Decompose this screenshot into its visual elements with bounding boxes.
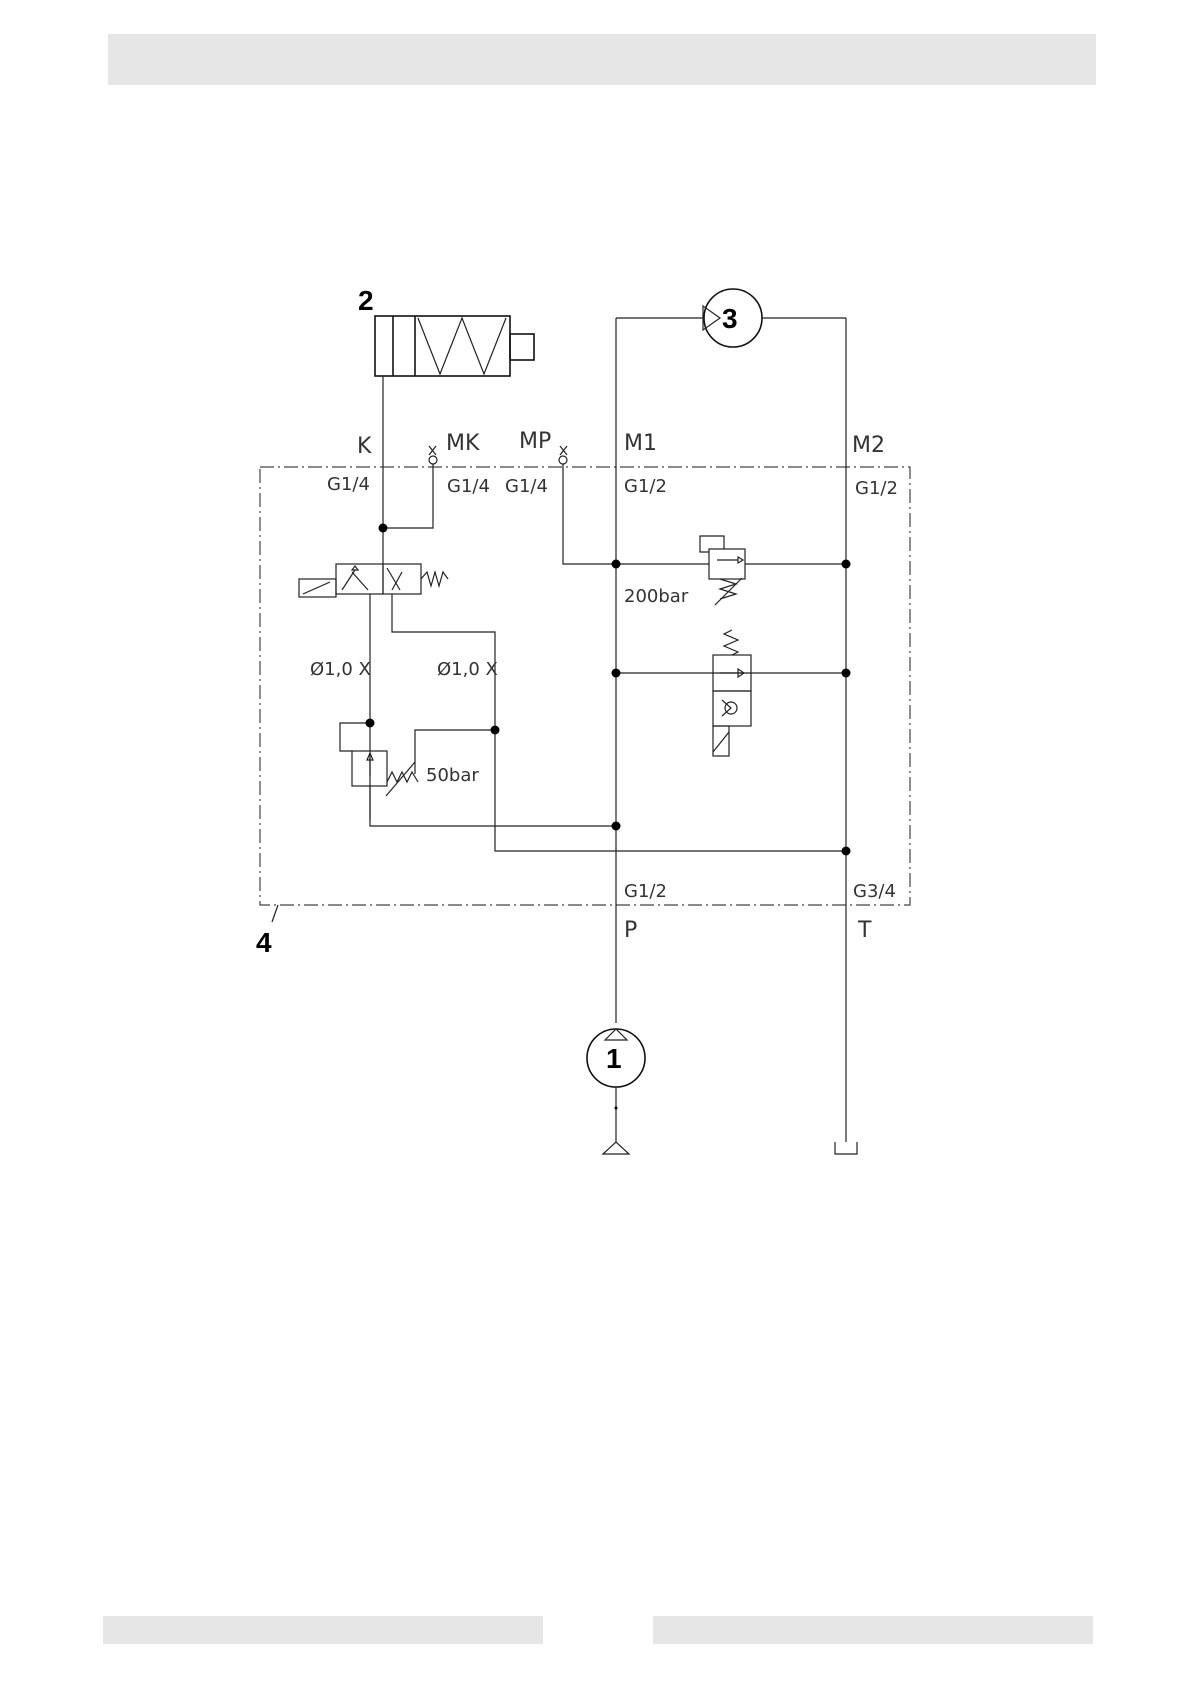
port-label-t: T — [857, 918, 872, 943]
port-label-p: P — [624, 918, 637, 943]
thread-label-k: G1/4 — [327, 474, 370, 495]
thread-label-p: G1/2 — [624, 881, 667, 902]
cylinder-number: 2 — [358, 285, 374, 316]
thread-label-mk: G1/4 — [447, 476, 490, 497]
port-label-mp: MP — [519, 429, 551, 454]
junction-points — [366, 524, 851, 856]
valve-block-outline — [260, 467, 910, 905]
gauge-point-mk — [383, 446, 437, 528]
orifice-label-right: Ø1,0 X — [437, 659, 498, 680]
thread-label-mp: G1/4 — [505, 476, 548, 497]
motor-number: 3 — [722, 303, 738, 334]
block-leader-line — [272, 905, 278, 922]
thread-label-t: G3/4 — [853, 881, 896, 902]
thread-label-m2: G1/2 — [855, 478, 898, 499]
block-number: 4 — [256, 927, 272, 958]
port-label-m2: M2 — [852, 433, 885, 458]
port-label-m1: M1 — [624, 431, 657, 456]
tank-icon — [835, 1142, 857, 1154]
footer-bar-right — [653, 1616, 1093, 1644]
orifice-label-left: Ø1,0 X — [310, 659, 371, 680]
thread-label-m1: G1/2 — [624, 476, 667, 497]
port-label-mk: MK — [446, 431, 480, 456]
relief-pressure-label: 200bar — [624, 586, 689, 607]
gauge-point-mp — [559, 446, 616, 564]
port-label-k: K — [357, 434, 372, 459]
footer-bar-left — [103, 1616, 543, 1644]
suction-reservoir-icon — [603, 1142, 629, 1154]
pump-number: 1 — [606, 1043, 622, 1074]
solenoid-check-valve — [616, 630, 846, 756]
reducing-pressure-label: 50bar — [426, 765, 479, 786]
directional-control-valve — [299, 528, 846, 851]
